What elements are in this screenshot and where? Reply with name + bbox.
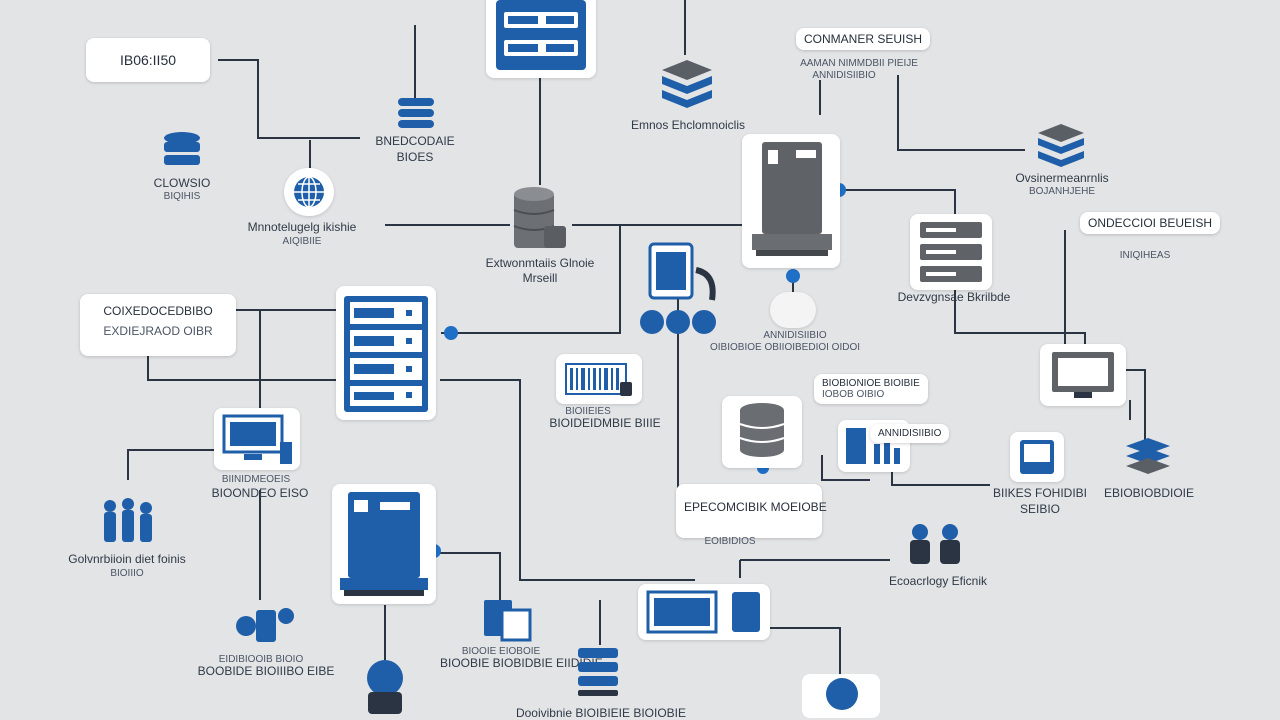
chart-caption: ANNIDISIIBIO xyxy=(878,428,942,439)
data-stack-label: BNEDCODAIE xyxy=(375,134,455,148)
db-stack-top-icon xyxy=(662,60,712,108)
grey-db-icon xyxy=(739,403,785,457)
right-rack-label: Devzvgnsae Bkrilbde xyxy=(897,290,1011,304)
bottom-right-icon xyxy=(802,674,880,718)
docs-label: BIOOIE EIOBOIE xyxy=(461,646,541,657)
barcode-sublabel: BIOIDEIDMBIE BIIIE xyxy=(549,416,661,430)
tower-server-icon xyxy=(752,142,832,256)
network-globe-sublabel: AIQIBIIE xyxy=(282,236,322,247)
tools-icon xyxy=(236,608,294,642)
right-stack-sublabel: BOJANHJEHE xyxy=(1028,186,1096,197)
right-stack-label: Ovsinermeanrnlis xyxy=(1015,171,1109,185)
left-info-card: COIXEDOCEDBIBO EXDIEJRAOD OIBR xyxy=(80,294,236,356)
data-stack-sublabel: BIOES xyxy=(396,150,434,164)
right-small-icon xyxy=(1020,440,1054,474)
center-card-sublabel: EOIBIDIOS xyxy=(704,536,756,547)
right-monitor-icon xyxy=(1052,352,1114,398)
chart-caption-card: ANNIDISIIBIO xyxy=(870,424,950,443)
monitor-icon xyxy=(222,414,292,464)
devices-sublabel-1: ANNIDISIIBIO xyxy=(763,330,827,341)
mid-small-card: BIOBIONIOE BIOIBIE IOBOB OIBIO xyxy=(814,374,928,404)
people-right-icon xyxy=(910,524,960,564)
tools-sublabel: BOOBIDE BIOIIIBO EIBE xyxy=(197,664,335,678)
connection-box-sublabel-2: ANNIDISIIBIO xyxy=(812,70,876,81)
top-left-label-box: IB06:II50 xyxy=(86,38,210,82)
bottom-stack-icon xyxy=(578,648,618,696)
right-header-card: ONDECCIOI BEUEISH xyxy=(1080,212,1221,234)
monitor-sublabel: BIOONDEO EISO xyxy=(211,486,309,500)
cloud-server-label: CLOWSIO xyxy=(153,176,211,190)
globe-icon xyxy=(294,176,324,208)
people-group-icon xyxy=(104,498,152,542)
db-cylinder-label: Extwonmtaiis Glnoie xyxy=(485,256,595,270)
bottom-center-icon xyxy=(646,590,760,634)
left-info-card-title: COIXEDOCEDBIBO xyxy=(103,304,213,318)
mid-small-card-title: BIOBIONIOE BIOIBIE xyxy=(822,378,920,389)
people-left-sublabel: BIOIIIO xyxy=(110,568,144,579)
left-info-card-sub: EXDIEJRAOD OIBR xyxy=(103,324,213,338)
database-cylinder-icon xyxy=(513,187,566,248)
monitor-label: BIINIDMEOEIS xyxy=(221,474,291,485)
db-cylinder-sublabel: Mrseill xyxy=(522,271,558,285)
right-header-sublabel: INIQIHEAS xyxy=(1119,250,1171,261)
docs-sublabel: BIOOBIE BIOBIDBIE EIIDIDIE xyxy=(440,656,603,670)
right-header-title: ONDECCIOI BEUEISH xyxy=(1088,216,1213,230)
data-stack-icon xyxy=(398,98,434,128)
small-grey-circle xyxy=(770,292,816,328)
mid-small-card-sub: IOBOB OIBIO xyxy=(822,389,885,400)
barcode-icon xyxy=(565,363,632,396)
right-db-stack-icon xyxy=(1038,124,1084,167)
lower-server-icon xyxy=(340,492,428,596)
connection-box-title: CONMANER SEUISH xyxy=(804,32,923,46)
center-card: EPECOMCIBIK MOEIOBE xyxy=(676,484,827,538)
db-stack-top-label: Emnos Ehclomnoiclis xyxy=(630,118,746,132)
database-stack-icon xyxy=(164,132,200,165)
documents-icon xyxy=(484,600,532,642)
bottom-left-icon xyxy=(367,660,403,714)
tools-label: EIDIBIOOIB BIOIO xyxy=(218,654,304,665)
connection-box-sublabel: AAMAN NIMMDBII PIEIJE xyxy=(800,58,918,69)
network-globe-label: Mnnotelugelg ikishie xyxy=(247,220,357,234)
center-card-title: EPECOMCIBIK MOEIOBE xyxy=(684,500,827,514)
connection-box: CONMANER SEUISH xyxy=(796,28,931,50)
people-right-label: Ecoacrlogy Eficnik xyxy=(888,574,988,588)
devices-cluster-icon xyxy=(640,242,716,334)
devices-sublabel-2: OIBIOBIOE OBIIOIBEDIOI OIDOI xyxy=(709,342,861,353)
far-right-stack-icon xyxy=(1126,438,1170,474)
chart-icon xyxy=(846,428,900,464)
far-right-label: EBIOBIOBDIOIE xyxy=(1103,486,1195,500)
top-left-label: IB06:II50 xyxy=(119,52,177,68)
bottom-center-label: Dooivibnie BIOIBIEIE BIOIOBIE xyxy=(515,706,687,720)
right-small-label: BIIKES FOHIDIBI xyxy=(992,486,1088,500)
central-rack-icon xyxy=(344,296,428,412)
barcode-label: BIOIIEIES xyxy=(565,406,611,417)
right-small-sublabel: SEIBIO xyxy=(1019,502,1060,516)
right-rack-icon xyxy=(920,222,982,282)
people-left-label: Golvnrbiioin diet foinis xyxy=(68,552,186,566)
cloud-server-sublabel: BIQIHIS xyxy=(163,191,201,202)
server-rack-icon xyxy=(496,0,586,70)
